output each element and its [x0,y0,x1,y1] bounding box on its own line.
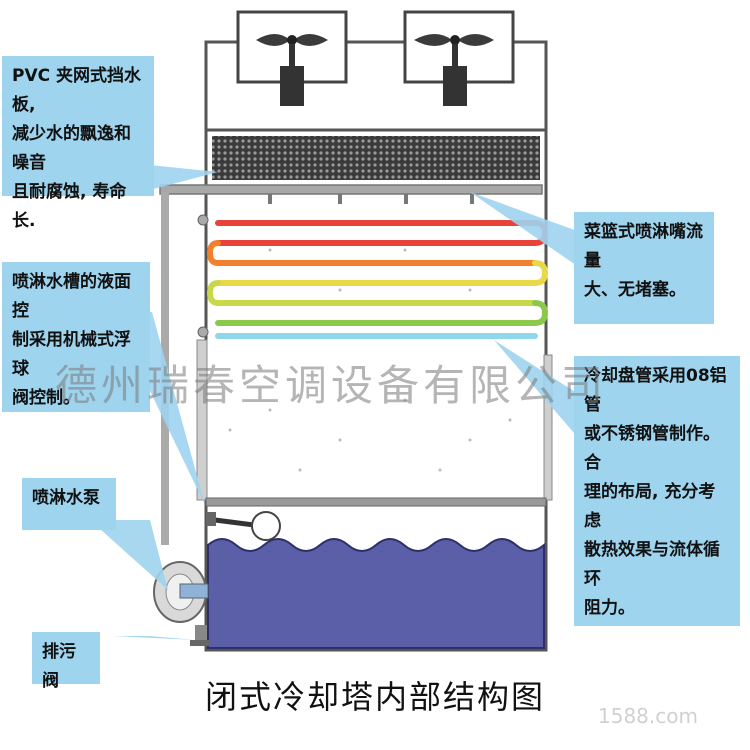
callout-line: 排污阀 [42,642,76,691]
callout-line: 喷淋水泵 [32,488,100,508]
drift-eliminator [212,136,540,180]
drain-valve [190,625,210,646]
coil-inlet-nozzles [197,214,209,338]
spray-nozzles [268,194,474,204]
callout-line: 阀控制。 [12,388,80,408]
spray-droplets [228,248,512,472]
callout-drain-valve: 排污阀 [32,632,100,691]
callout-water-tank-float: 喷淋水槽的液面控 制采用机械式浮球 阀控制。 [2,262,150,412]
callout-line: PVC 夹网式挡水板, [12,66,142,115]
side-column-right [543,354,553,501]
callout-line: 理的布局, 充分考虑 [584,482,716,531]
site-watermark: 1588.com [598,704,698,728]
callout-line: 菜篮式喷淋嘴流量 [584,222,703,271]
spray-header-pipe [159,184,543,195]
callout-line: 减少水的飘逸和噪音 [12,124,131,173]
company-watermark: 德州瑞春空调设备有限公司 [55,361,608,410]
water-basin [207,538,545,649]
fan-left [236,10,348,106]
side-column-left [196,339,208,501]
callout-line: 喷淋水槽的液面控 [12,272,131,321]
callout-line: 散热效果与流体循环 [584,540,720,589]
callout-drift-eliminator: PVC 夹网式挡水板, 减少水的飘逸和噪音 且耐腐蚀, 寿命长. [2,56,154,231]
callout-cooling-coil: 冷却盘管采用08铝管 或不锈钢管制作。合 理的布局, 充分考虑 散热效果与流体循… [574,356,740,626]
diagram-caption: 闭式冷却塔内部结构图 [204,678,545,716]
basin-rim [205,497,547,507]
spray-pump [153,561,209,623]
float-valve [206,511,281,541]
fan-right [403,10,515,106]
callout-spray-nozzle: 菜篮式喷淋嘴流量 大、无堵塞。 [574,212,714,324]
fan-frame [204,40,548,130]
callout-line: 阻力。 [584,598,635,618]
callout-line: 且耐腐蚀, 寿命长. [12,182,127,231]
callout-spray-pump: 喷淋水泵 [22,478,116,530]
callout-line: 冷却盘管采用08铝管 [584,366,727,415]
callout-line: 或不锈钢管制作。合 [584,424,720,473]
callout-line: 大、无堵塞。 [584,280,686,300]
callout-line: 制采用机械式浮球 [12,330,131,379]
